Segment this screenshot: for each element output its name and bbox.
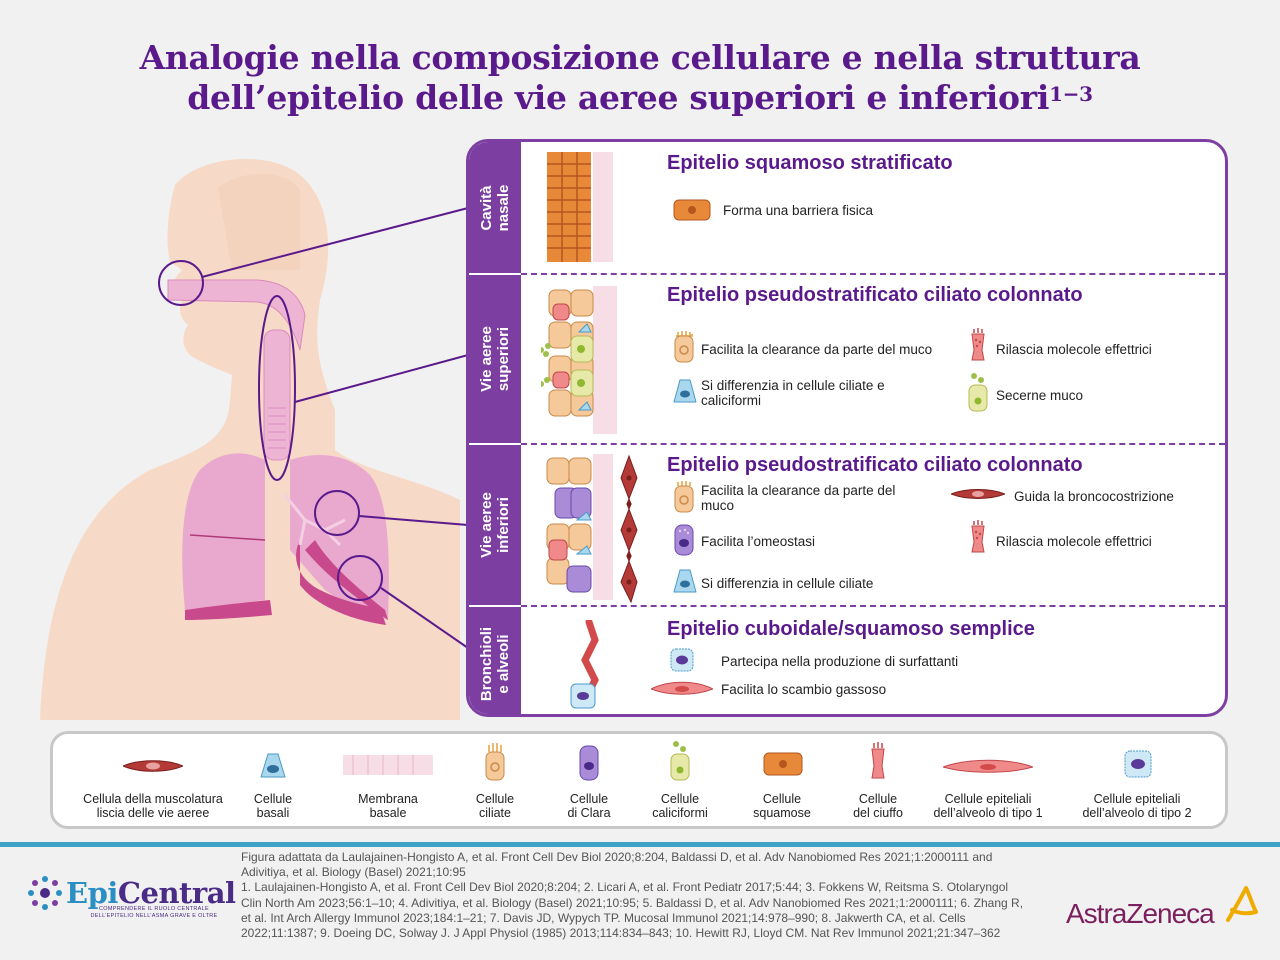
squamous-cell-icon [673,199,711,226]
item-mucus-secretion: Secerne muco [996,388,1084,403]
item-differentiation: Si differenzia in cellule ciliate e cali… [701,378,885,408]
alveolar-type-2-cell-icon [1123,748,1153,785]
item-bronchoconstriction: Guida la broncocostrizione [1014,489,1174,504]
epicentral-tagline: COMPRENDERE IL RUOLO CENTRALE DELL’EPITE… [90,906,218,919]
item-effector-molecules: Rilascia molecole effettrici [996,342,1152,357]
clara-cell-icon [673,523,695,562]
section-divider [521,273,1225,275]
ciliated-cell-icon [484,742,506,787]
reference-list: 1. Laulajainen-Hongisto A, et al. Front … [241,880,1024,941]
section-heading: Epitelio pseudostratificato ciliato colo… [667,454,1083,476]
epicentral-logo: EpiCentral [66,876,236,910]
tuft-cell-icon [869,742,887,785]
title-line-2: dell’epitelio delle vie aeree superiori … [187,78,1093,117]
goblet-cell-icon [669,740,691,787]
tuft-cell-icon [969,520,987,559]
squamous-epithelium-image [547,152,615,267]
references: Figura adattata da Laulajainen-Hongisto … [241,850,1031,941]
item-mucus-clearance: Facilita la clearance da parte del muco [701,483,896,513]
title-line-1: Analogie nella composizione cellulare e … [139,38,1141,77]
item-effector-molecules: Rilascia molecole effettrici [996,534,1152,549]
section-divider [521,443,1225,445]
page-title: Analogie nella composizione cellulare e … [0,38,1280,118]
smooth-muscle-cell-icon [949,487,1007,506]
basal-cell-icon [671,376,699,409]
alveolar-type-1-cell-icon [941,758,1035,781]
section-heading: Epitelio cuboidale/squamoso semplice [667,618,1035,640]
epicentral-logo-icon [28,876,62,910]
body-silhouette [40,158,460,720]
anatomy-illustration [40,158,460,720]
alveolar-epithelium-image [567,618,607,714]
section-heading: Epitelio squamoso stratificato [667,152,953,174]
figure-source: Figura adattata da Laulajainen-Hongisto … [241,850,993,880]
basal-cell-icon [258,750,288,785]
upper-airway-epithelium-image [538,286,621,439]
item-mucus-clearance: Facilita la clearance da parte del muco [701,342,933,357]
item-differentiation: Si differenzia in cellule ciliate [701,576,874,591]
basement-membrane-icon [343,752,433,783]
airway [167,279,306,461]
clara-cell-icon [578,744,600,787]
alveolar-type-2-cell-icon [669,646,695,679]
squamous-cell-icon [763,752,803,781]
ciliated-cell-icon [673,480,695,519]
lungs [182,453,389,625]
footer-divider [0,842,1280,847]
item-gas-exchange: Facilita lo scambio gassoso [721,682,887,697]
item-homeostasis: Facilita l’omeostasi [701,534,816,549]
alveolar-type-1-cell-icon [649,680,715,703]
section-heading: Epitelio pseudostratificato ciliato colo… [667,284,1083,306]
ciliated-cell-icon [673,330,695,369]
astrazeneca-symbol-icon [1226,886,1258,922]
astrazeneca-logo: AstraZeneca [1066,898,1215,929]
section-divider [521,605,1225,607]
tuft-cell-icon [969,328,987,367]
item-barrier: Forma una barriera fisica [723,203,874,218]
basal-cell-icon [671,566,699,599]
goblet-cell-icon [967,372,989,417]
smooth-muscle-cell-icon [121,758,185,779]
item-surfactant: Partecipa nella produzione di surfattant… [721,654,959,669]
lower-airway-epithelium-image [541,454,651,609]
